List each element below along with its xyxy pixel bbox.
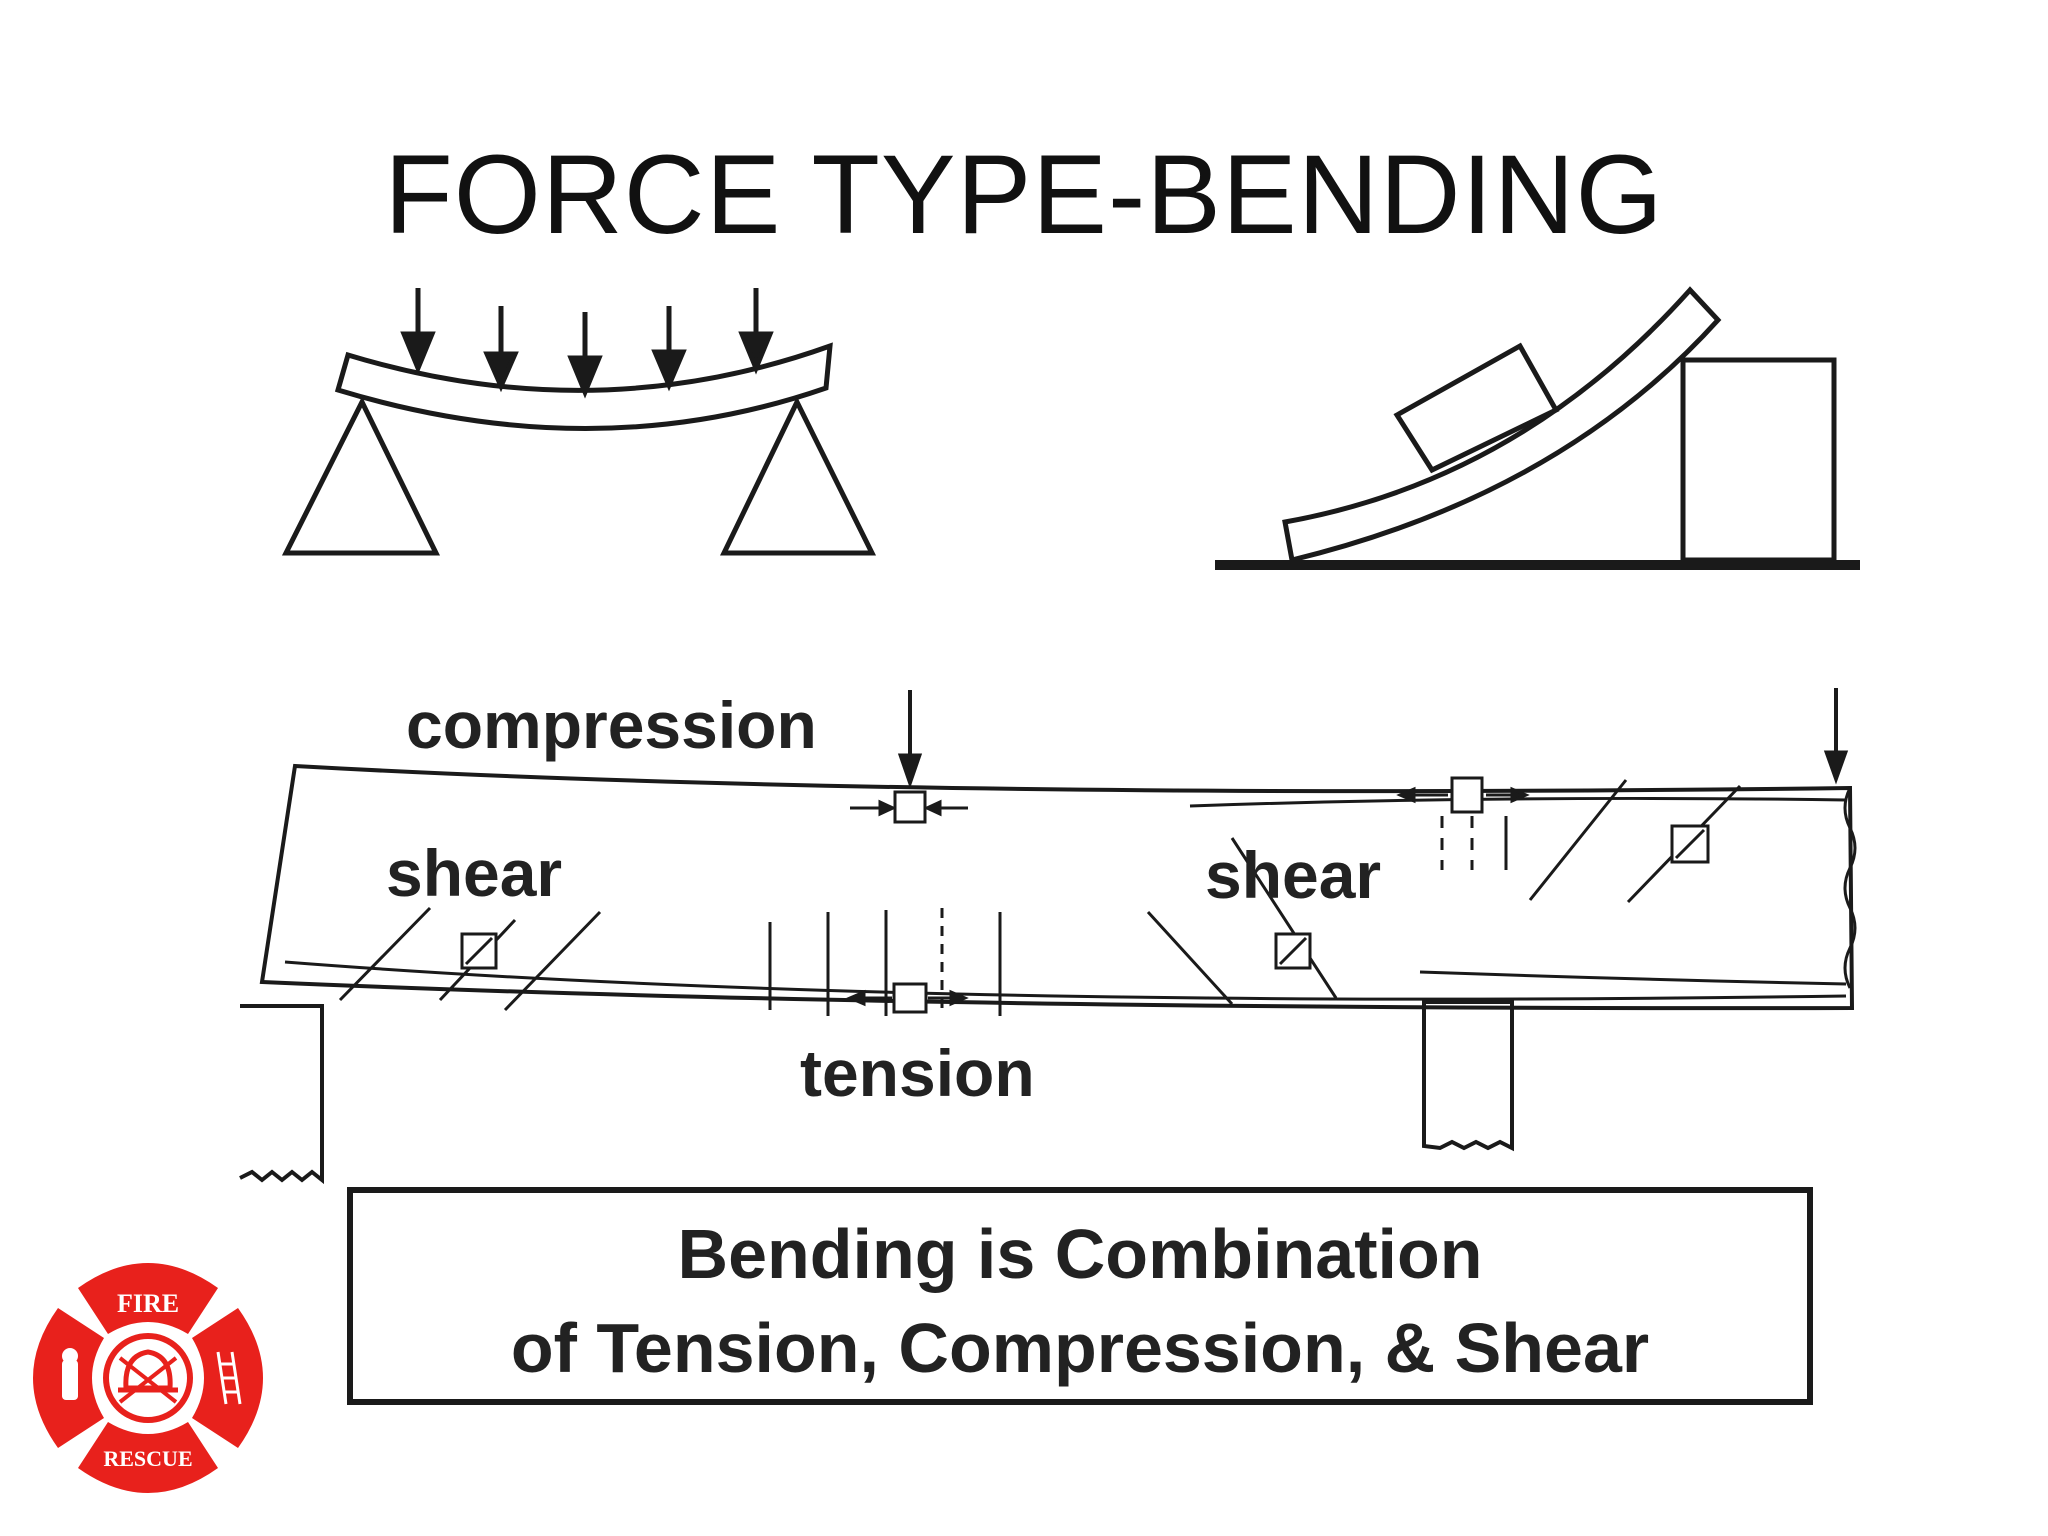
right-post-support: [1422, 1000, 1514, 1152]
label-shear-left: shear: [386, 836, 562, 910]
right-support-triangle: [720, 396, 877, 556]
beam-break-line: [1843, 787, 1857, 989]
neutral-line-bottom: [284, 960, 1847, 1001]
label-shear-right: shear: [1205, 838, 1381, 912]
inner-line-bottom: [1419, 970, 1847, 986]
left-support-triangle: [281, 396, 441, 556]
hydrant-icon: [62, 1360, 78, 1400]
label-tension: tension: [800, 1036, 1035, 1110]
tension-element: [892, 982, 928, 1014]
beam-outline: [259, 763, 1855, 1011]
neutral-line-top: [1189, 796, 1847, 808]
stress-beam-figure: [239, 688, 1857, 1185]
left-wall-support: [239, 1004, 324, 1185]
load-arrows: [400, 288, 774, 399]
helmet-icon: [118, 1349, 178, 1393]
compression-element: [893, 790, 927, 824]
bent-plank: [1282, 286, 1722, 564]
upper-right-element: [1450, 776, 1484, 814]
loaded-beam-figure: [281, 288, 877, 556]
slide-title: FORCE TYPE-BENDING: [384, 132, 1664, 257]
caption-line-2: of Tension, Compression, & Shear: [511, 1309, 1649, 1387]
logo-bottom-text: RESCUE: [103, 1446, 192, 1471]
caption-line-1: Bending is Combination: [678, 1215, 1483, 1293]
label-compression: compression: [406, 688, 817, 762]
support-box: [1680, 357, 1837, 563]
block-on-plank: [1393, 342, 1560, 474]
leaning-plank-figure: [1215, 286, 1860, 570]
bent-beam: [334, 342, 833, 431]
ladder-icon: [216, 1351, 242, 1405]
fire-rescue-logo: FIRE RESCUE: [33, 1263, 263, 1493]
logo-top-text: FIRE: [117, 1289, 179, 1318]
caption-box: Bending is Combination of Tension, Compr…: [347, 1187, 1813, 1405]
